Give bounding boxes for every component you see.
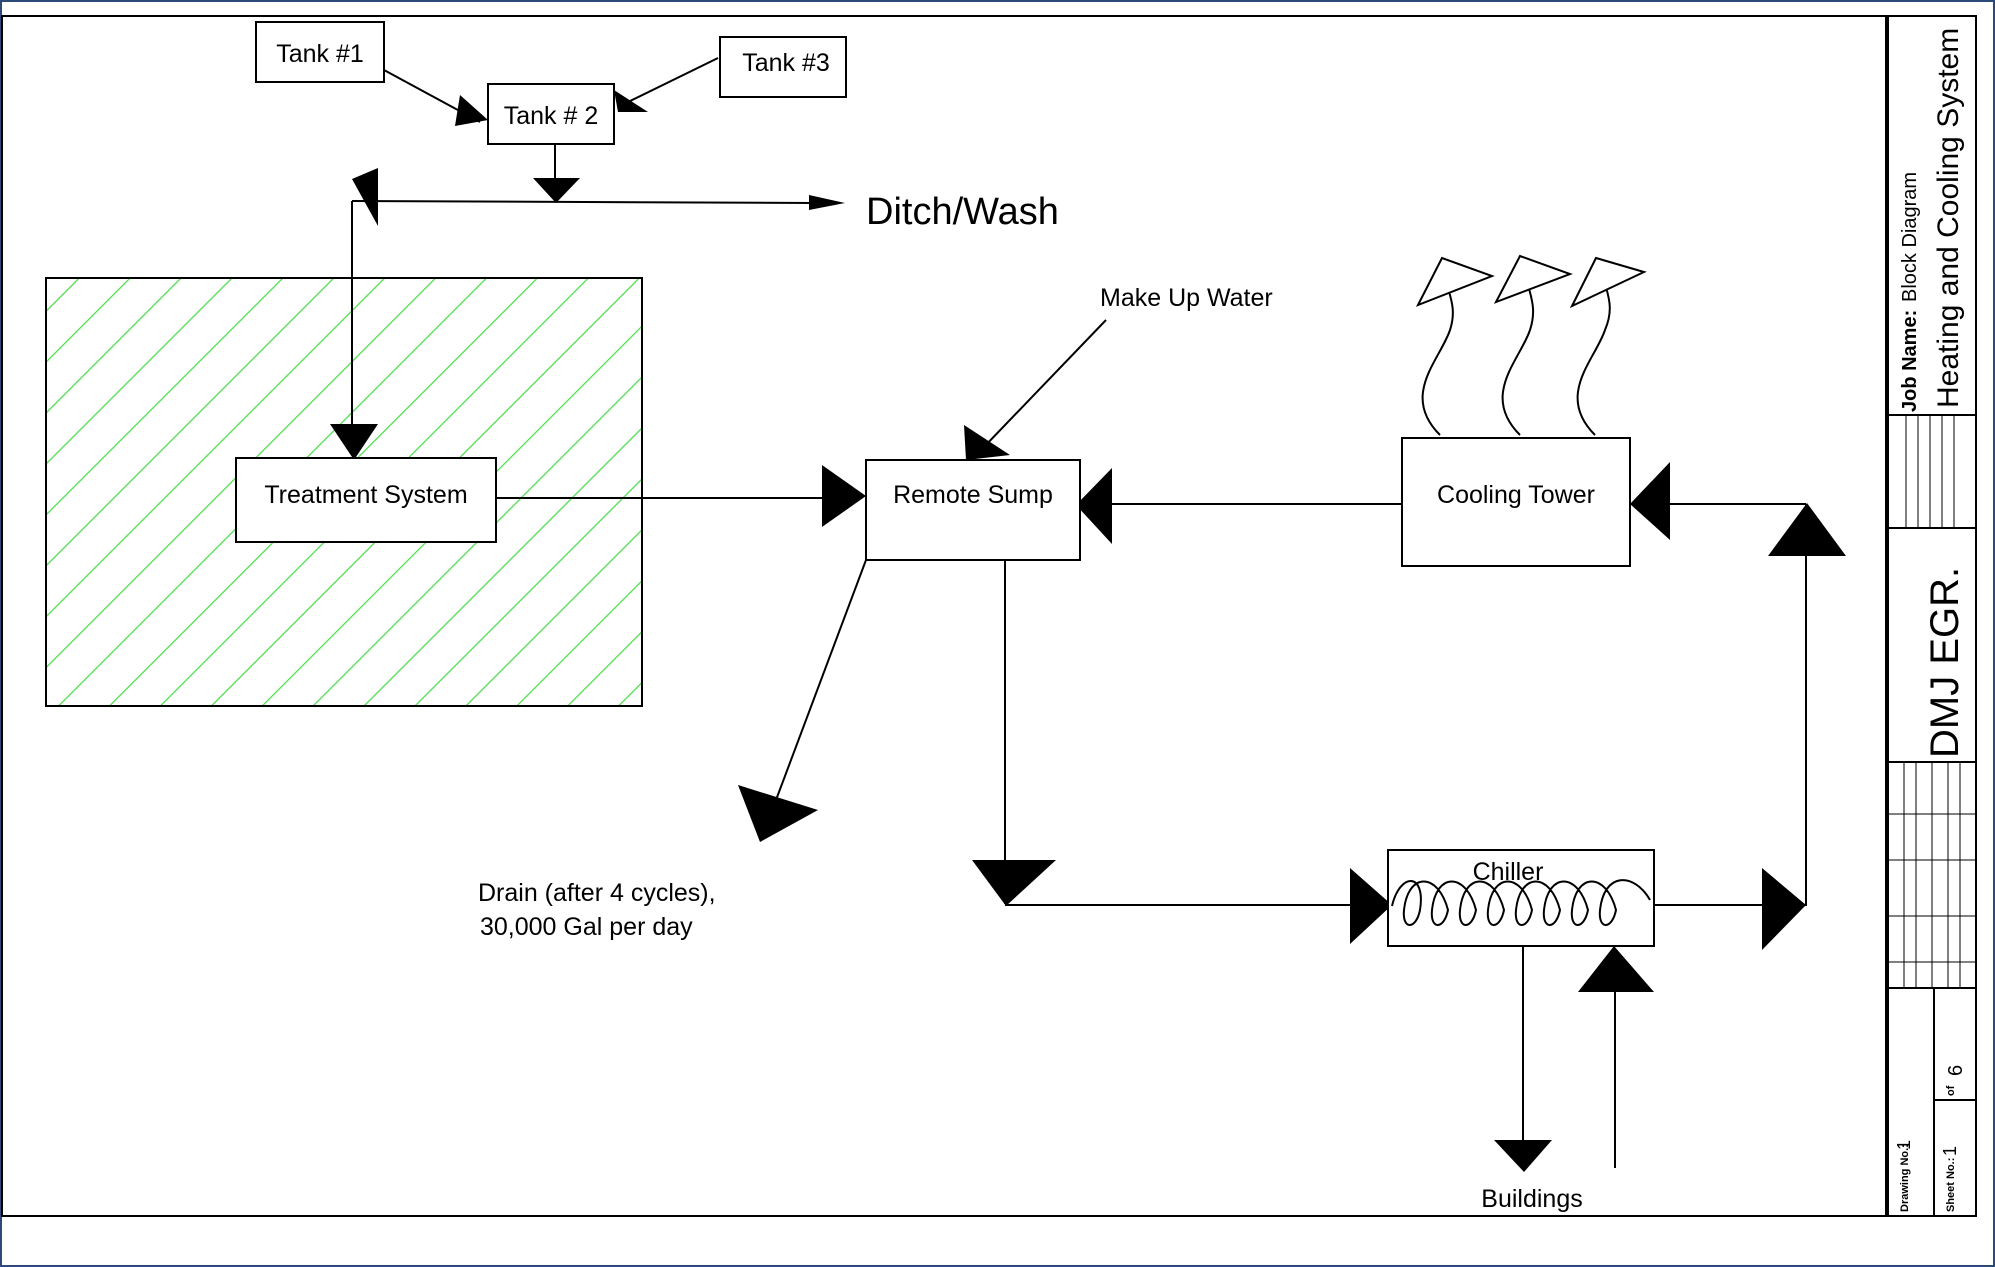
drawing-no-value: 1 bbox=[1894, 1140, 1914, 1150]
of-value: 6 bbox=[1945, 1065, 1967, 1076]
arrow-tank3-to-tank2 bbox=[614, 90, 648, 112]
chiller-coil bbox=[1391, 879, 1651, 926]
drawing-no-label: Drawing No.: bbox=[1899, 1144, 1911, 1212]
tank2-box bbox=[487, 83, 615, 145]
arrow-make-up-water bbox=[964, 425, 1010, 460]
arrow-to-cooling-tower bbox=[1630, 462, 1670, 540]
arrowheads bbox=[330, 90, 1846, 1172]
arrow-tank1-to-tank2 bbox=[455, 95, 488, 126]
arrow-tank2-down bbox=[533, 178, 580, 203]
arrow-return-to-chiller bbox=[1578, 946, 1654, 992]
tank1-box bbox=[255, 21, 385, 83]
cooling-tower-box bbox=[1401, 437, 1631, 567]
drain-label-line1: Drain (after 4 cycles), bbox=[478, 879, 716, 907]
drawing-border bbox=[1, 15, 1887, 1217]
buildings-label: Buildings bbox=[1481, 1185, 1582, 1213]
remote-sump-box bbox=[865, 459, 1081, 561]
drain-label-line2: 30,000 Gal per day bbox=[480, 913, 693, 941]
arrow-to-drain bbox=[738, 785, 818, 842]
arrow-to-remote-sump bbox=[822, 465, 866, 527]
arrow-to-left-branch bbox=[352, 168, 378, 226]
chiller-box bbox=[1387, 849, 1655, 947]
tank3-box bbox=[719, 36, 847, 98]
make-up-water-label: Make Up Water bbox=[1100, 284, 1273, 312]
job-name-value: Block Diagram bbox=[1899, 172, 1921, 302]
flow-lines bbox=[351, 57, 1807, 1168]
cooling-tower-label: Cooling Tower bbox=[1437, 481, 1595, 509]
steam-plumes bbox=[1415, 254, 1647, 436]
treatment-system-label: Treatment System bbox=[264, 481, 467, 509]
of-label: of bbox=[1945, 1085, 1957, 1096]
arrow-up-riser bbox=[1768, 503, 1846, 556]
job-name-label: Job Name: bbox=[1899, 310, 1921, 412]
arrow-from-chiller bbox=[1762, 868, 1806, 950]
chiller-label: Chiller bbox=[1473, 858, 1544, 886]
arrow-to-treatment-system bbox=[330, 424, 378, 460]
sheet-no-label: Sheet No.: bbox=[1945, 1158, 1957, 1212]
arrow-to-ditch-wash bbox=[809, 195, 845, 210]
ditch-wash-label: Ditch/Wash bbox=[866, 191, 1059, 233]
company-name: DMJ EGR. bbox=[1923, 567, 1967, 758]
title-block: Job Name: Block Diagram Heating and Cool… bbox=[1887, 15, 1977, 1217]
drawing-title: Heating and Cooling System bbox=[1932, 28, 1965, 408]
remote-sump-label: Remote Sump bbox=[893, 481, 1053, 509]
tank1-label: Tank #1 bbox=[276, 40, 364, 68]
tank3-label: Tank #3 bbox=[742, 49, 830, 77]
arrow-to-buildings bbox=[1494, 1140, 1552, 1172]
tank2-label: Tank # 2 bbox=[504, 102, 599, 130]
arrow-to-chiller bbox=[1350, 868, 1392, 944]
sheet-no-value: 1 bbox=[1940, 1146, 1960, 1156]
arrow-from-cooling-tower bbox=[1076, 468, 1112, 544]
arrow-sump-down bbox=[972, 860, 1056, 906]
treatment-system-box bbox=[235, 457, 497, 543]
